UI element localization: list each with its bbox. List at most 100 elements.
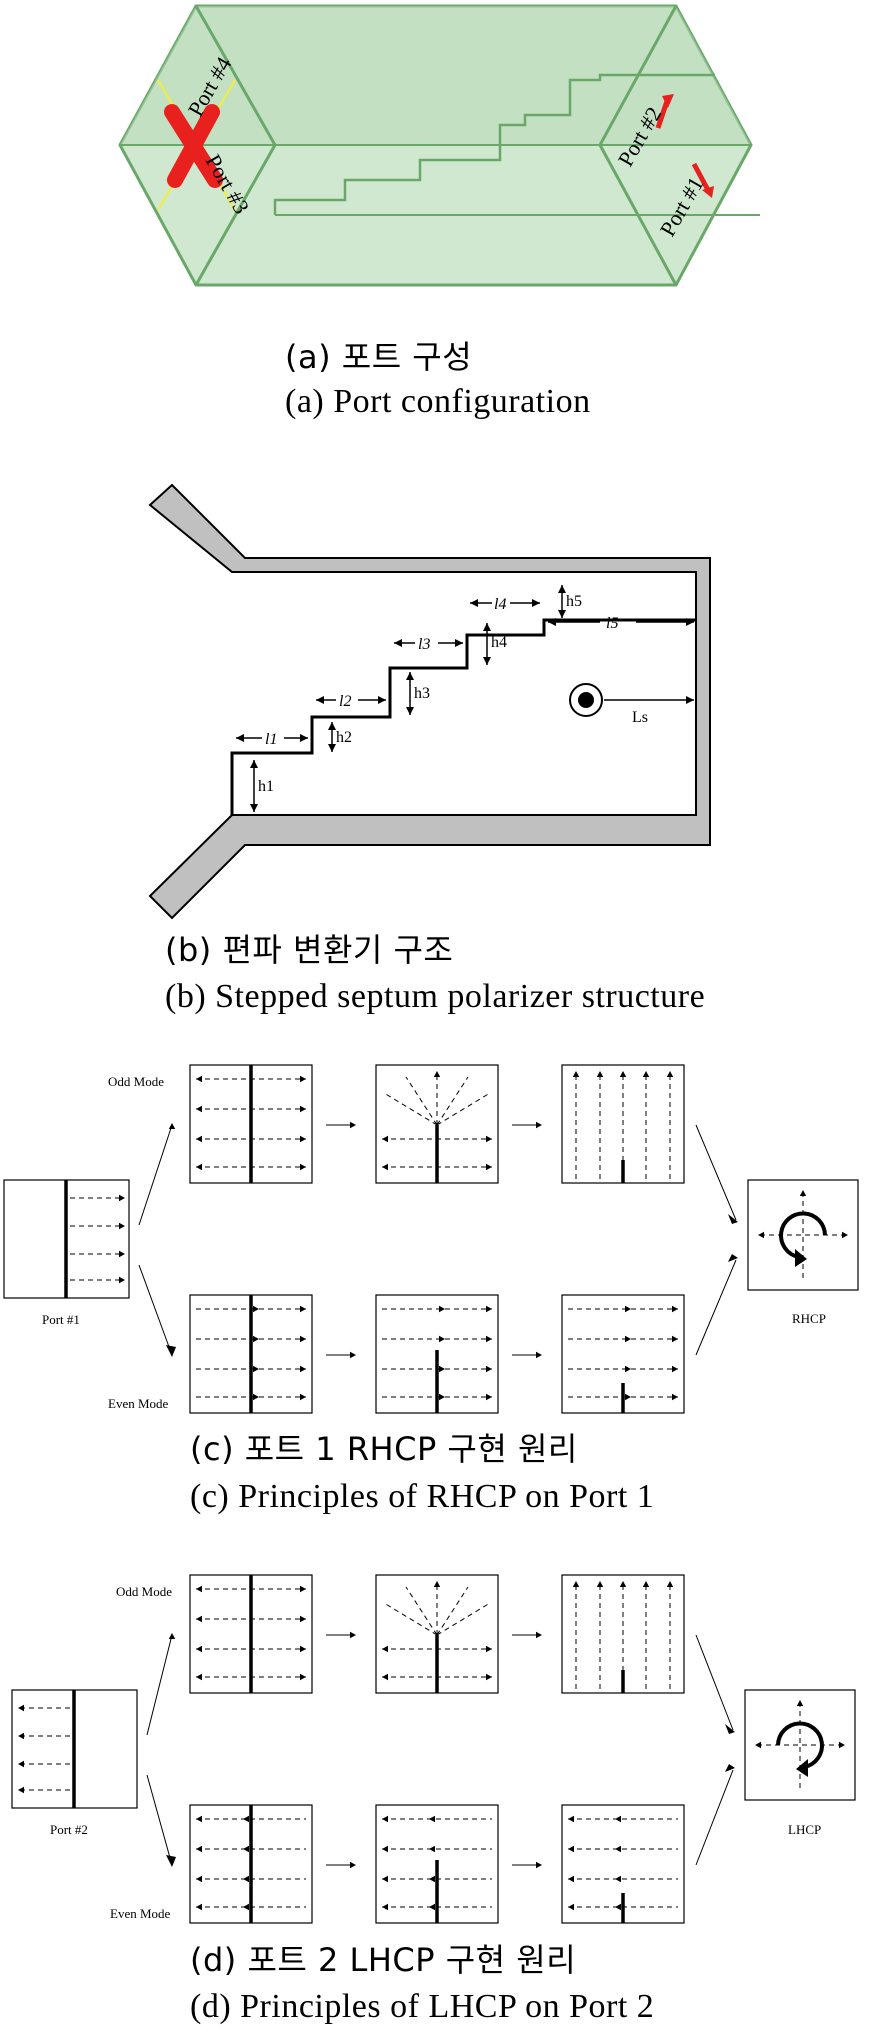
arrowhead (350, 1861, 356, 1869)
arrowhead (382, 1673, 388, 1681)
arrowhead (196, 1135, 202, 1143)
mode-label-even-d: Even Mode (110, 1906, 171, 1921)
arrowhead (642, 1071, 650, 1077)
arrowhead (18, 1732, 24, 1740)
caption-a-ko: (a) 포트 구성 (285, 338, 473, 376)
dim-l2: l2 (339, 693, 351, 710)
arrowhead (119, 1194, 125, 1202)
caption-d-en: (d) Principles of LHCP on Port 2 (190, 1988, 655, 2025)
connector-line (695, 1124, 737, 1221)
arrowhead (666, 1581, 674, 1587)
arrowhead (486, 1645, 492, 1653)
connector-line (695, 1259, 737, 1356)
arrowhead (243, 1845, 249, 1853)
arrowhead (300, 1305, 306, 1313)
polarization-arc-icon (779, 1211, 827, 1259)
connector-line (138, 1264, 173, 1356)
arrowhead (300, 1335, 306, 1343)
field-line (383, 1092, 438, 1126)
arrowhead (619, 1581, 627, 1587)
arrowhead (486, 1305, 492, 1313)
caption-d-ko: (d) 포트 2 LHCP 구현 원리 (190, 1941, 577, 1979)
arrowhead (196, 1673, 202, 1681)
arrowhead (536, 1631, 542, 1639)
arrowhead (382, 1135, 388, 1143)
arrowhead (196, 1163, 202, 1171)
port-marker-x (164, 104, 223, 188)
connector-line (138, 1124, 173, 1226)
caption-c-ko: (c) 포트 1 RHCP 구현 원리 (190, 1430, 578, 1468)
arrowhead (568, 1875, 574, 1883)
arrowhead (486, 1163, 492, 1171)
caption-b-ko: (b) 편파 변환기 구조 (165, 931, 454, 969)
arrowhead (799, 1190, 807, 1196)
feed-pin-icon (569, 683, 603, 717)
arrowhead (429, 1815, 435, 1823)
arrowhead (725, 1724, 735, 1734)
arrowhead (536, 1351, 542, 1359)
arrowhead (439, 1305, 445, 1313)
arrowhead (486, 1135, 492, 1143)
arrowhead (439, 1365, 445, 1373)
arrowhead (253, 1305, 259, 1313)
arrowhead (439, 1335, 445, 1343)
arrowhead (243, 1903, 249, 1911)
waveguide-3d-figure: Port #4 Port #3 Port #2 Port #1 (118, 4, 760, 287)
dim-h1: h1 (258, 778, 274, 795)
arrowhead (350, 1121, 356, 1129)
dim-h2: h2 (336, 729, 352, 746)
arrowhead (625, 1335, 631, 1343)
arrowhead (572, 1581, 580, 1587)
arrowhead (672, 1365, 678, 1373)
arrowhead (382, 1163, 388, 1171)
arrowhead (119, 1222, 125, 1230)
port-label-d: Port #2 (50, 1822, 88, 1837)
arrowhead (196, 1585, 202, 1593)
arrowhead (196, 1845, 202, 1853)
arrowhead (486, 1335, 492, 1343)
arrowhead (168, 1123, 176, 1129)
arrowhead (839, 1741, 845, 1749)
arrowhead (196, 1645, 202, 1653)
arrowhead (300, 1393, 306, 1401)
arrowhead (642, 1581, 650, 1587)
arrowhead (672, 1335, 678, 1343)
arrowhead (253, 1335, 259, 1343)
arrow-port-1 (691, 162, 711, 192)
arrowhead (796, 1759, 808, 1777)
arrowhead (842, 1231, 848, 1239)
arrowhead (300, 1585, 306, 1593)
arrowhead (795, 1249, 807, 1267)
arrowhead (796, 1700, 804, 1706)
arrowhead (166, 1345, 176, 1357)
arrowhead (536, 1861, 542, 1869)
field-line (436, 1092, 491, 1126)
arrowhead (300, 1673, 306, 1681)
connector-line (695, 1769, 734, 1866)
arrowhead (429, 1845, 435, 1853)
arrowhead (196, 1815, 202, 1823)
arrowhead (196, 1105, 202, 1113)
arrowhead (300, 1615, 306, 1623)
arrowhead (429, 1875, 435, 1883)
arrowhead (625, 1365, 631, 1373)
arrowhead (568, 1903, 574, 1911)
arrowhead (300, 1075, 306, 1083)
arrowhead (300, 1365, 306, 1373)
dim-l5: l5 (606, 615, 618, 632)
dim-l4: l4 (494, 596, 506, 613)
septum-steps (230, 618, 696, 815)
arrowhead (382, 1815, 388, 1823)
dim-l1: l1 (265, 731, 277, 748)
arrowhead (615, 1903, 621, 1911)
arrowhead (196, 1875, 202, 1883)
connector-line (146, 1634, 173, 1736)
arrowhead (625, 1305, 631, 1313)
arrowhead (300, 1163, 306, 1171)
arrowhead (439, 1393, 445, 1401)
arrowhead (243, 1875, 249, 1883)
arrowhead (168, 1633, 176, 1639)
arrowhead (429, 1903, 435, 1911)
arrowhead (672, 1393, 678, 1401)
arrowhead (615, 1845, 621, 1853)
